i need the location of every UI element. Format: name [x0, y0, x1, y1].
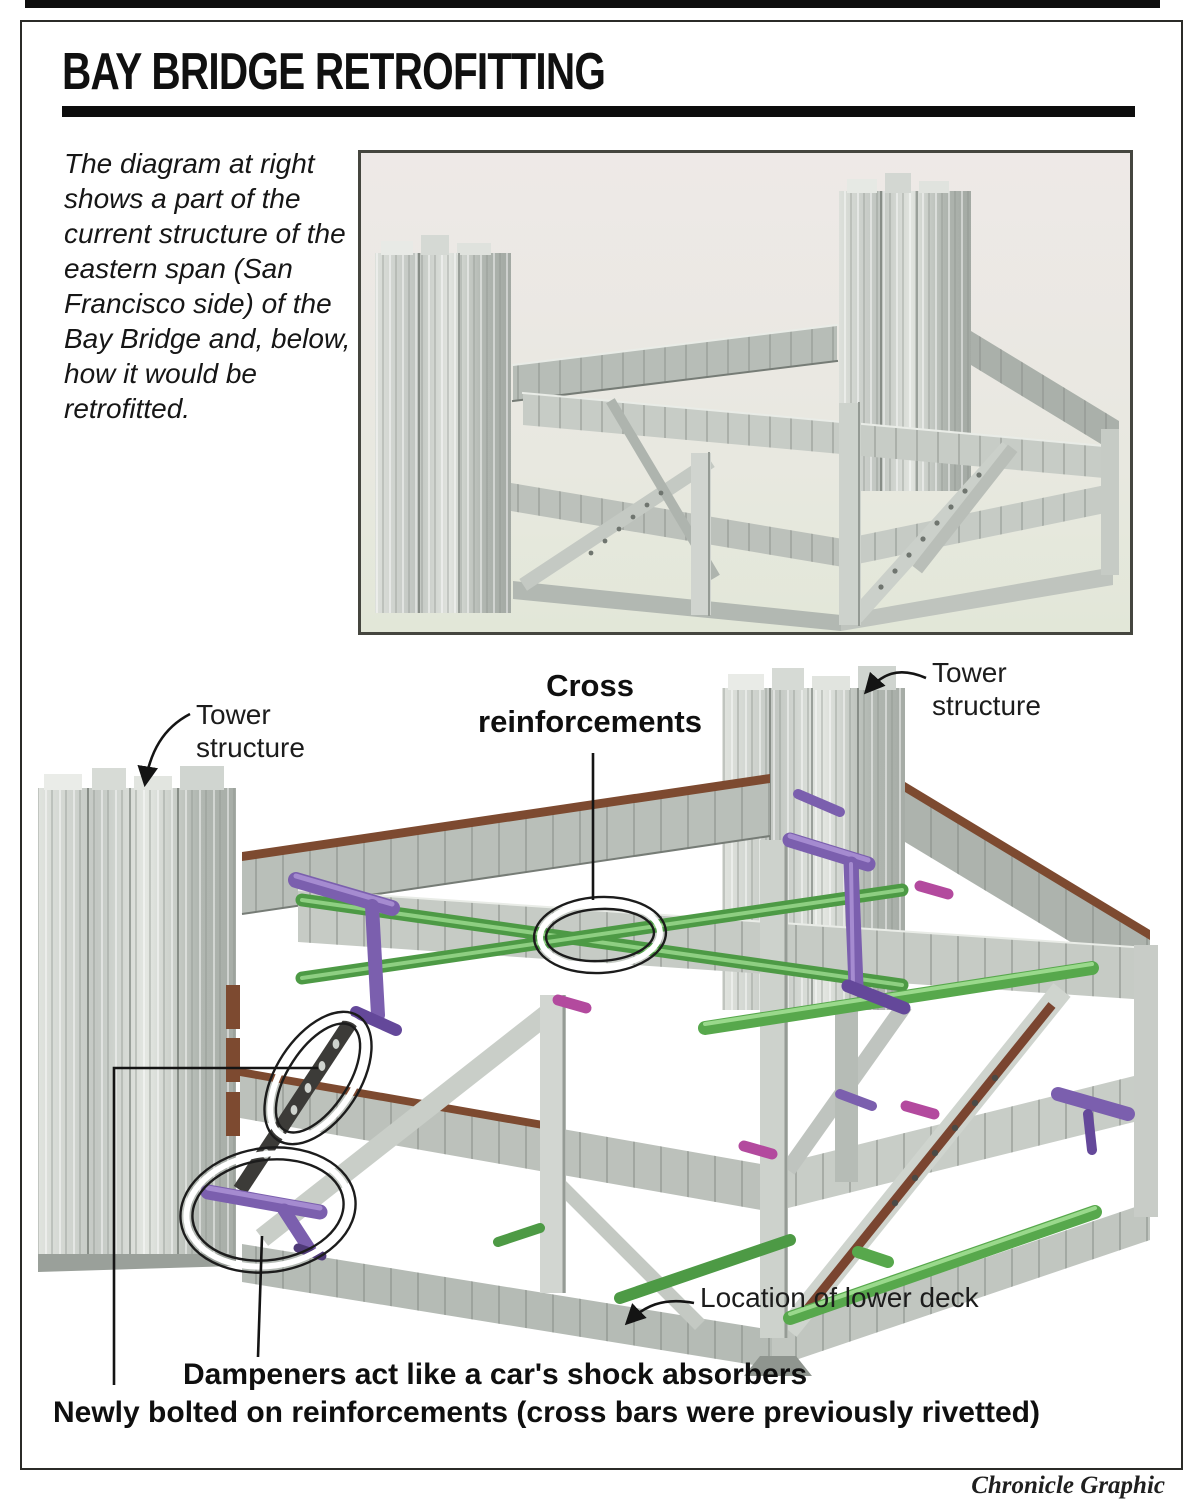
label-cross-reinforcements: Cross reinforcements [478, 668, 702, 739]
leader-dampeners [256, 1235, 264, 1358]
page-title: BAY BRIDGE RETROFITTING [62, 43, 606, 101]
photo-left-tower [375, 235, 511, 613]
leader-newly-bolted [112, 1066, 318, 1385]
credit-line: Chronicle Graphic [971, 1472, 1165, 1499]
ellipse-cross-reinforcements [532, 895, 668, 975]
magenta-clips [552, 880, 954, 1160]
intro-text: The diagram at right shows a part of the… [64, 148, 351, 424]
dampener-left-tower [288, 872, 402, 1036]
arrow-lower-deck [624, 1299, 695, 1326]
left-tower [38, 766, 236, 1272]
current-structure-illustration [361, 153, 1130, 632]
page-top-edge [25, 0, 1160, 8]
dampener-mid-right [835, 1087, 1135, 1155]
title-underline-bar [62, 106, 1135, 117]
ellipse-bolted-bar [263, 1010, 373, 1146]
arrow-left-tower [137, 712, 191, 788]
highlight-ellipses [179, 895, 668, 1274]
dampeners-purple [200, 789, 1135, 1261]
cross-reinforcements-green [295, 883, 1102, 1325]
arrows [137, 670, 927, 1326]
leader-lines [112, 753, 595, 1385]
vertical-posts [540, 840, 1158, 1338]
ellipse-dampener [179, 1146, 357, 1274]
arrow-right-tower [863, 670, 927, 695]
photo-truss [511, 323, 1119, 631]
label-location-lower-deck: Location of lower deck [700, 1282, 979, 1313]
label-tower-structure-right: Tower structure [932, 657, 1041, 721]
dampener-right-tower [782, 789, 911, 1015]
retrofit-diagram [38, 666, 1158, 1385]
label-tower-structure-left: Tower structure [196, 699, 305, 763]
steel-girders [240, 774, 1150, 1376]
current-structure-photo [358, 150, 1133, 635]
label-newly-bolted: Newly bolted on reinforcements (cross ba… [53, 1396, 1040, 1429]
label-dampeners: Dampeners act like a car's shock absorbe… [183, 1358, 808, 1391]
